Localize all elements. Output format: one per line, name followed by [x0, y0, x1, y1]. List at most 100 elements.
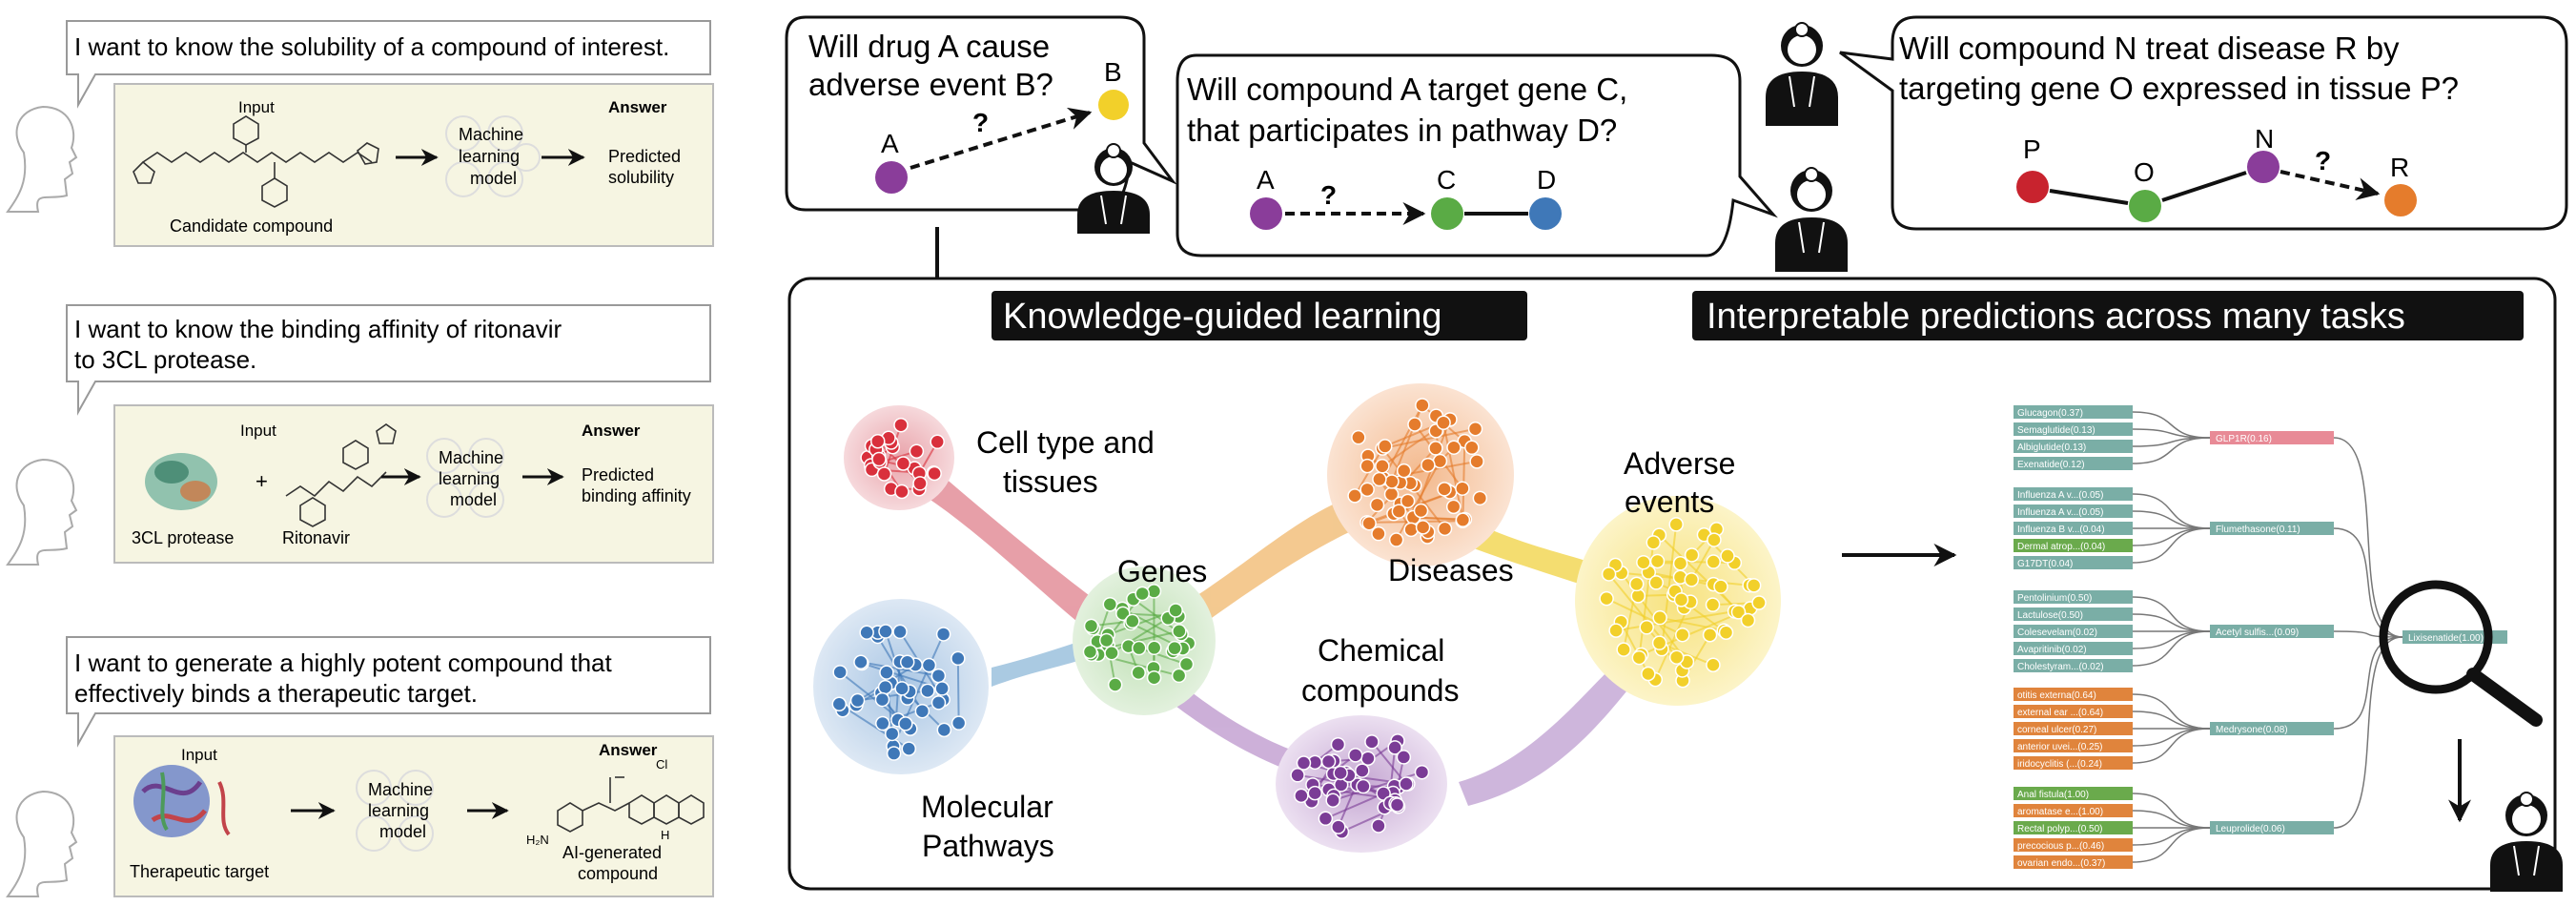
bubble-3-dashed-arrow: [2280, 170, 2381, 200]
model-text-1c: model: [470, 169, 517, 188]
cluster-node: [1702, 628, 1718, 643]
cluster-node: [1413, 503, 1429, 519]
model-icon-1: [445, 115, 541, 197]
cluster-node: [1673, 592, 1689, 607]
model-text-1b: learning: [459, 147, 520, 166]
cluster-node: [1668, 649, 1685, 665]
cluster-edge: [1111, 617, 1169, 654]
task-box-1: [113, 83, 714, 247]
question-1-text: I want to know the solubility of a compo…: [74, 32, 669, 61]
explanation-node-label: corneal ulcer(0.27): [2017, 725, 2096, 735]
cluster-edge: [1462, 441, 1466, 521]
cluster-cell-label-2: tissues: [1003, 464, 1098, 499]
bubble-1-question-mark: ?: [972, 108, 989, 137]
cluster-pathways-nodes: [831, 624, 967, 761]
cluster-node: [1351, 429, 1366, 445]
cluster-node: [1178, 656, 1195, 672]
cluster-node: [914, 703, 930, 719]
cluster-node: [921, 657, 937, 673]
cluster-node: [1445, 499, 1462, 515]
cluster-node: [1082, 644, 1098, 660]
cluster-node: [1428, 441, 1443, 456]
cluster-node: [1706, 657, 1721, 672]
bubble-1-dashed-arrow: [910, 107, 1093, 170]
cluster-node: [1421, 457, 1436, 473]
bubble-2-line1: Will compound A target gene C,: [1187, 72, 1627, 107]
cluster-node: [1135, 586, 1150, 602]
cluster-node: [1331, 819, 1346, 834]
cluster-node: [1707, 532, 1722, 547]
cluster-node: [1730, 605, 1747, 620]
explanation-node-label: ovarian endo...(0.37): [2017, 858, 2105, 869]
cluster-node: [1172, 624, 1187, 639]
bubble-3-edge-on: [2161, 171, 2247, 202]
cluster-node: [1652, 609, 1667, 626]
cluster-node: [874, 691, 890, 708]
cluster-edge: [1138, 647, 1187, 666]
answer-label-2: Answer: [582, 422, 641, 440]
doctor-icon-1: [1077, 143, 1150, 234]
bubble-2-question-mark: ?: [1320, 180, 1337, 210]
cluster-node: [1102, 596, 1118, 612]
cluster-node: [892, 624, 908, 640]
explanation-node-label: precocious p...(0.46): [2017, 841, 2104, 852]
cluster-node: [875, 715, 890, 731]
bubble-3-node-p-label: P: [2023, 134, 2041, 164]
node-a2: [1250, 197, 1282, 230]
cluster-node: [1171, 668, 1187, 684]
explanation-node-label: iridocyclitis (...(0.24): [2017, 759, 2102, 770]
input-label-1: Input: [238, 98, 275, 116]
cluster-node: [1318, 811, 1334, 827]
cluster-node: [1415, 520, 1431, 535]
generated-compound-structure: [557, 776, 705, 833]
node-a: [875, 161, 908, 194]
cluster-node: [1294, 788, 1309, 804]
cluster-node: [934, 681, 950, 696]
bubble-2-node-d-label: D: [1537, 165, 1556, 195]
cluster-node: [1599, 590, 1614, 607]
explanation-edge: [2132, 527, 2211, 564]
cluster-node: [899, 654, 915, 669]
cluster-edge: [1371, 741, 1407, 785]
explanation-edge: [2132, 630, 2211, 667]
cluster-node: [1320, 753, 1337, 770]
chem-cl-label: Cl: [656, 757, 667, 772]
node-d: [1529, 197, 1562, 230]
cluster-edge: [1395, 461, 1441, 541]
cluster-pathways-label-2: Pathways: [922, 829, 1054, 863]
explanation-node-box: [2014, 787, 2133, 800]
bubble-3-question-mark: ?: [2315, 146, 2331, 175]
cluster-node: [1375, 459, 1390, 474]
protein-structure-2: [145, 453, 217, 510]
answer-text-2b: binding affinity: [582, 486, 691, 505]
explanation-node-box: [2014, 855, 2133, 869]
explanation-node-box: [2014, 739, 2133, 752]
cluster-node: [1387, 740, 1402, 755]
speech-bubble-1: [66, 20, 711, 109]
cluster-node: [877, 679, 893, 695]
answer-text-3b: compound: [578, 864, 658, 883]
cluster-node: [1307, 785, 1323, 801]
model-text-3b: learning: [368, 801, 429, 820]
explanation-final-box: [2402, 630, 2507, 644]
explanation-node-box: [2014, 539, 2133, 552]
cluster-edge: [1325, 793, 1384, 820]
cluster-node: [909, 443, 925, 459]
explanation-edge: [2132, 493, 2211, 529]
explanation-edge: [2132, 693, 2211, 730]
cluster-node: [1296, 755, 1312, 771]
protein-label: 3CL protease: [132, 528, 234, 547]
node-o: [2129, 190, 2161, 222]
answer-label-1: Answer: [608, 98, 667, 116]
cluster-genes-label: Genes: [1117, 554, 1207, 588]
explanation-intermediate-label: Medrysone(0.08): [2216, 725, 2288, 735]
cluster-node: [849, 692, 866, 709]
explanation-intermediate-box: [2210, 522, 2334, 535]
cluster-node: [886, 746, 902, 761]
cluster-chem-label-2: compounds: [1301, 673, 1459, 708]
cluster-node: [1083, 618, 1099, 634]
explanation-intermediate-label: Flumethasone(0.11): [2216, 525, 2300, 535]
cluster-node: [930, 434, 945, 450]
bubble-3-node-o-label: O: [2134, 157, 2155, 187]
cluster-node: [1437, 482, 1452, 497]
